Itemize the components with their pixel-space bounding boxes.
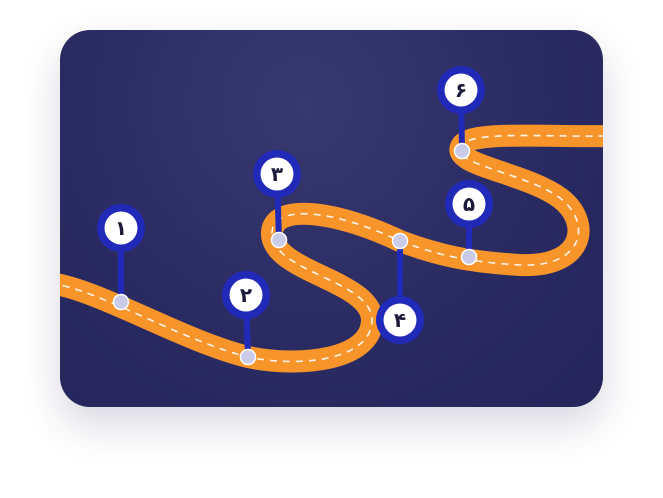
milestone-number: ۵	[463, 192, 475, 216]
pin-dot	[391, 232, 409, 250]
milestone-pin-1: ۱	[97, 204, 145, 311]
milestone-pin-4: ۴	[376, 232, 424, 344]
pin-head	[444, 73, 478, 107]
milestone-pin-3: ۳	[253, 150, 301, 249]
road	[60, 124, 603, 373]
milestone-number: ۶	[455, 78, 467, 102]
pin-head	[260, 157, 294, 191]
milestone-number: ۴	[394, 308, 406, 332]
pin-head	[104, 211, 138, 245]
milestone-number: ۳	[271, 162, 283, 186]
pin-dot	[270, 231, 288, 249]
pin-head	[383, 303, 417, 337]
pin-head	[229, 278, 263, 312]
road-center-line	[60, 134, 603, 363]
pin-dot	[460, 248, 478, 266]
pin-dot	[453, 142, 471, 160]
milestone-pin-5: ۵	[445, 180, 493, 266]
milestone-pin-6: ۶	[437, 66, 485, 160]
milestone-pin-2: ۲	[222, 271, 270, 366]
milestone-number: ۱	[115, 216, 127, 240]
pin-dot	[239, 348, 257, 366]
milestone-number: ۲	[240, 283, 252, 307]
pin-dot	[112, 293, 130, 311]
pin-head	[452, 187, 486, 221]
